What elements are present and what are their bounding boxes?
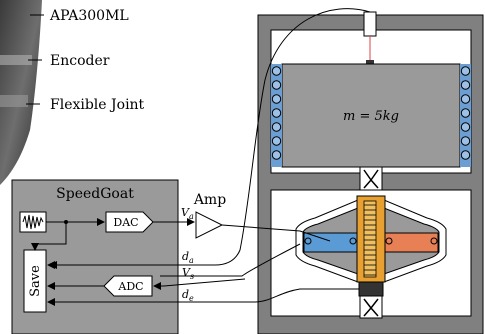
encoder-ruler — [357, 196, 385, 296]
joint-label: Flexible Joint — [50, 97, 145, 113]
signal-generator — [20, 212, 46, 232]
apa-label: APA300ML — [49, 8, 129, 24]
bearing-ball — [272, 81, 280, 89]
upper-joint-body — [360, 167, 382, 190]
encoder-scale — [364, 201, 376, 277]
encoder-head — [359, 282, 383, 296]
vs-subscript: s — [190, 272, 194, 281]
adc-label: ADC — [117, 280, 143, 293]
upper-flexible-joint — [360, 167, 382, 190]
photo-background — [0, 0, 42, 185]
right-bearings — [460, 64, 471, 167]
piezo-stack-actuator — [304, 233, 360, 252]
lower-flexible-joint — [360, 296, 382, 318]
va-subscript: a — [189, 212, 194, 221]
de-label: d — [182, 288, 189, 301]
encoder-label: Encoder — [50, 53, 110, 69]
piezo-stack-sensor — [382, 233, 438, 252]
encoder-sensor — [364, 12, 376, 36]
bearing-ball — [272, 123, 280, 131]
bearing-ball — [461, 81, 469, 89]
bearing-ball — [272, 67, 280, 75]
left-bearings — [271, 64, 282, 167]
bearing-ball — [461, 137, 469, 145]
bearing-ball — [461, 95, 469, 103]
bearing-ball — [272, 109, 280, 117]
amp-label: Amp — [193, 192, 226, 208]
mass-label: m = 5kg — [343, 109, 399, 124]
bearing-ball — [461, 123, 469, 131]
speedgoat-controller: SpeedGoat DAC Save ADC — [12, 180, 178, 334]
target-mount — [366, 60, 374, 64]
de-subscript: e — [189, 294, 194, 303]
bearing-ball — [461, 109, 469, 117]
bearing-ball — [272, 95, 280, 103]
save-label: Save — [28, 265, 43, 297]
vs-wire — [160, 244, 300, 276]
bearing-ball — [461, 151, 469, 159]
photo-joint-highlight — [0, 95, 28, 107]
dac-label: DAC — [113, 216, 138, 229]
bearing-ball — [272, 151, 280, 159]
amplifier-triangle — [196, 212, 222, 238]
da-label: d — [182, 250, 189, 263]
da-subscript: a — [189, 256, 194, 265]
bearing-ball — [461, 67, 469, 75]
controller-title: SpeedGoat — [56, 186, 134, 202]
photo-encoder-highlight — [0, 55, 32, 65]
photo-region — [0, 0, 42, 185]
bearing-ball — [272, 137, 280, 145]
